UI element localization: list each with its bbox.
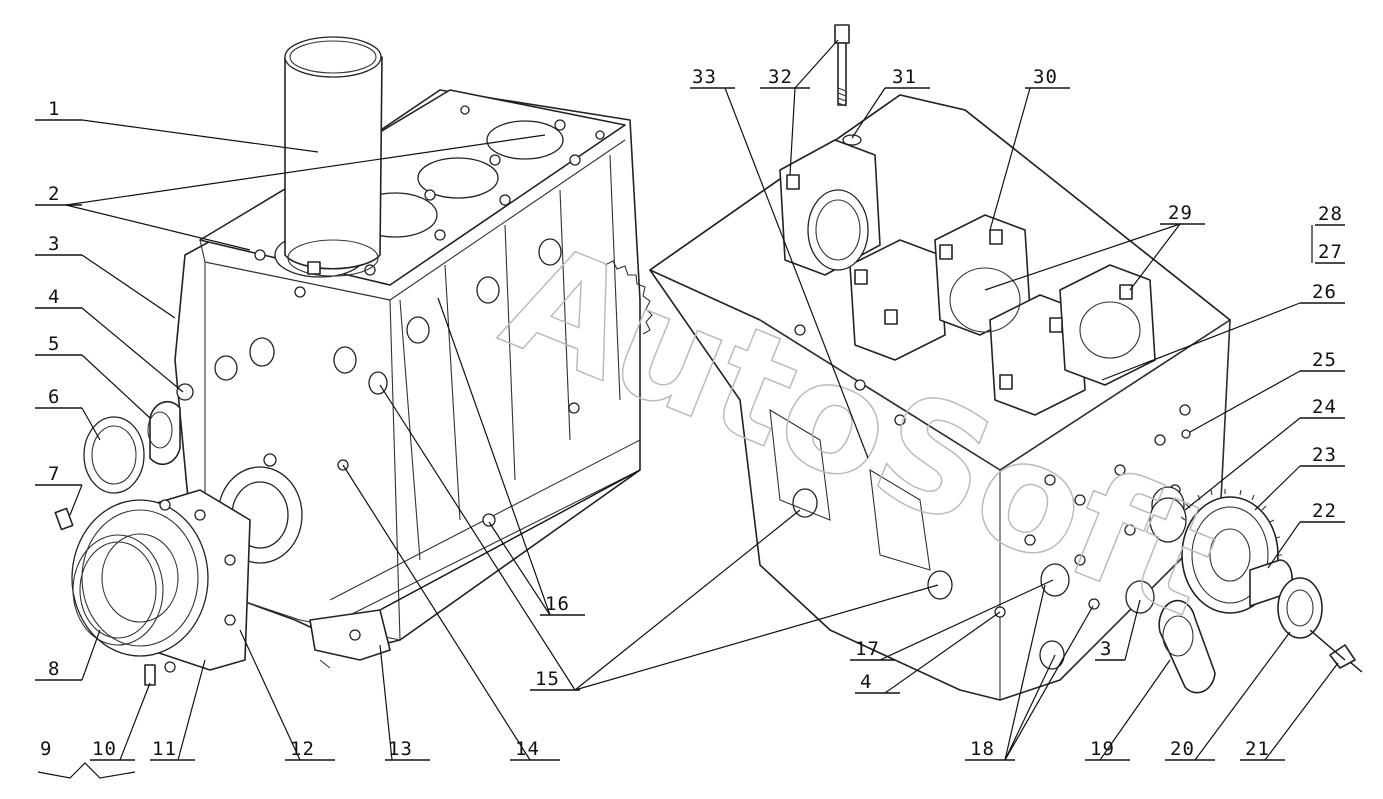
callout-17: 17 xyxy=(855,638,880,660)
callout-9: 9 xyxy=(40,738,52,760)
callout-10: 10 xyxy=(92,738,117,760)
right-cylinder-block xyxy=(649,94,1231,701)
callout-24: 24 xyxy=(1312,396,1337,418)
cylinder-liner xyxy=(284,36,383,277)
callout-22: 22 xyxy=(1312,500,1337,522)
callout-20: 20 xyxy=(1170,738,1195,760)
callout-7: 7 xyxy=(48,463,60,485)
callout-12: 12 xyxy=(290,738,315,760)
callout-5: 5 xyxy=(48,333,60,355)
callout-16: 16 xyxy=(545,593,570,615)
callout-4-right: 4 xyxy=(860,671,872,693)
callout-14: 14 xyxy=(515,738,540,760)
callout-29: 29 xyxy=(1168,202,1193,224)
callout-3: 3 xyxy=(48,233,60,255)
left-front-parts xyxy=(54,383,251,686)
callout-26: 26 xyxy=(1312,281,1337,303)
callout-6: 6 xyxy=(48,386,60,408)
callout-30: 30 xyxy=(1033,66,1058,88)
callout-1: 1 xyxy=(48,98,60,120)
right-front-parts xyxy=(1149,489,1363,694)
callout-33: 33 xyxy=(692,66,717,88)
callout-19: 19 xyxy=(1090,738,1115,760)
callout-32: 32 xyxy=(768,66,793,88)
callout-11: 11 xyxy=(152,738,177,760)
callout-21: 21 xyxy=(1245,738,1270,760)
callout-27: 27 xyxy=(1318,241,1343,263)
callout-2: 2 xyxy=(48,183,60,205)
cap-bolt xyxy=(834,24,862,146)
callout-8: 8 xyxy=(48,658,60,680)
callout-31: 31 xyxy=(892,66,917,88)
callout-18: 18 xyxy=(970,738,995,760)
callout-3-right: 3 xyxy=(1100,638,1112,660)
leader-lines xyxy=(35,39,1345,779)
callout-13: 13 xyxy=(388,738,413,760)
callout-4: 4 xyxy=(48,286,60,308)
callout-15: 15 xyxy=(535,668,560,690)
callout-23: 23 xyxy=(1312,444,1337,466)
callout-28: 28 xyxy=(1318,203,1343,225)
callout-25: 25 xyxy=(1312,349,1337,371)
callout-labels: 1 2 3 4 5 6 7 8 9 10 11 12 13 14 15 16 1… xyxy=(40,66,1343,760)
